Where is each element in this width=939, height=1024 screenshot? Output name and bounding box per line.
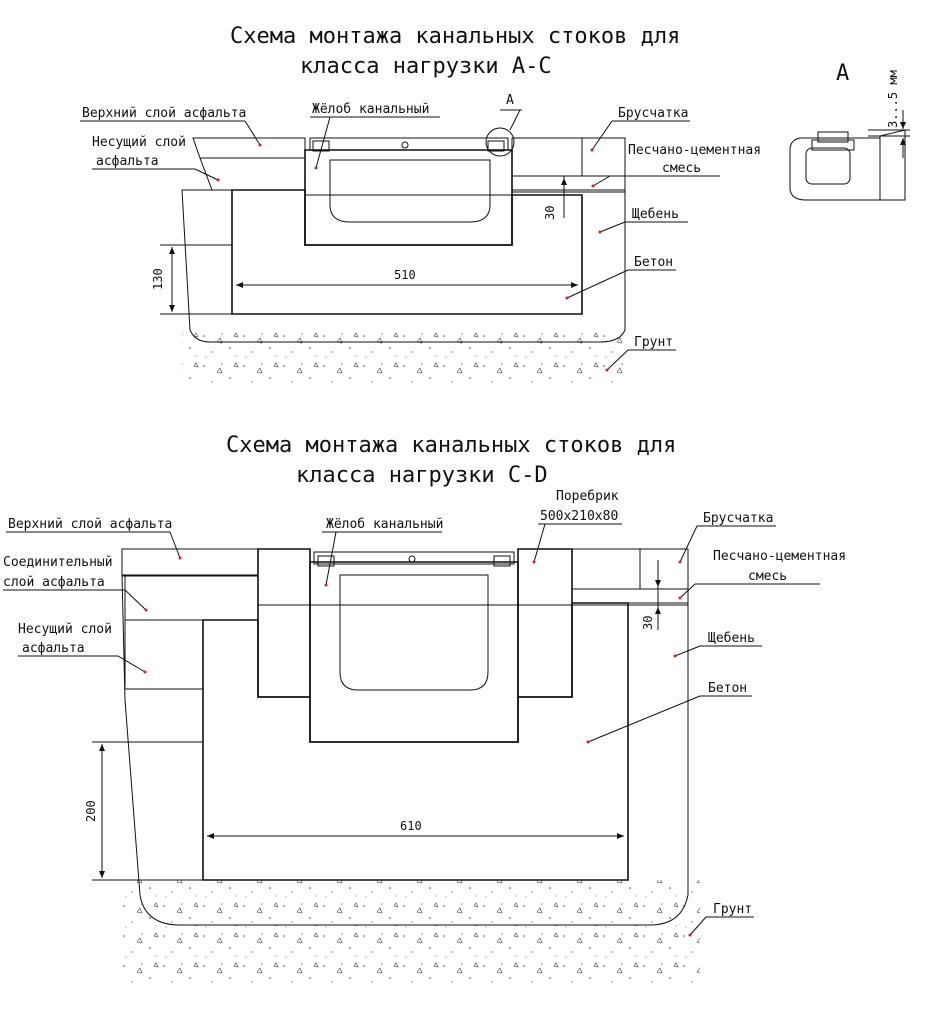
diagram1-title-line2: класса нагрузки А-С xyxy=(300,54,552,79)
label-channel-2: Жёлоб канальный xyxy=(326,517,443,532)
channel-grate xyxy=(309,137,509,151)
label-soil-2: Грунт xyxy=(713,902,752,917)
sand-layer-2 xyxy=(571,588,689,606)
curb-left xyxy=(257,548,311,698)
label-bearing-asphalt-2-1: Несущий слой xyxy=(18,622,112,637)
dim-width: 510 xyxy=(394,268,416,282)
label-gravel-2: Щебень xyxy=(708,631,755,646)
diagram2-markers xyxy=(143,556,692,937)
label-connect-asphalt-1: Соединительный xyxy=(3,555,113,570)
diagram-c-d: Схема монтажа канальных стоков для класс… xyxy=(3,433,846,985)
detail-a: А 3...5 мм xyxy=(789,61,910,201)
label-top-asphalt: Верхний слой асфальта xyxy=(82,106,246,121)
label-bearing-asphalt-2-2: асфальта xyxy=(22,641,85,656)
label-sand-mix-2-1: Песчано-цементная xyxy=(713,549,846,564)
top-asphalt-layer-2 xyxy=(121,548,259,577)
channel-inner xyxy=(329,159,491,223)
dim-sand: 30 xyxy=(543,206,557,220)
channel-body xyxy=(304,149,513,246)
connecting-asphalt-layer xyxy=(124,575,259,621)
diagram2-dimensions: 200 610 30 xyxy=(84,560,661,881)
label-top-asphalt-2: Верхний слой асфальта xyxy=(8,517,172,532)
channel-grate-2 xyxy=(313,551,515,565)
sand-layer xyxy=(511,175,626,193)
detail-gap: 3...5 мм xyxy=(886,70,900,128)
callout-letter: А xyxy=(506,93,514,108)
label-soil: Грунт xyxy=(634,335,673,350)
label-curb-1: Поребрик xyxy=(556,489,619,504)
diagram2-title-line1: Схема монтажа канальных стоков для xyxy=(226,433,676,458)
gravel-layer-2 xyxy=(121,574,689,926)
soil-area-2 xyxy=(120,880,700,985)
bearing-asphalt-layer xyxy=(199,157,306,191)
top-asphalt-layer xyxy=(192,137,306,159)
channel-body-2 xyxy=(309,561,519,743)
dim-depth: 130 xyxy=(151,268,165,290)
dim-depth-2: 200 xyxy=(84,800,98,822)
diagram1-labels: Верхний слой асфальта Несущий слой асфал… xyxy=(80,102,761,371)
label-sand-mix-1: Песчано-цементная xyxy=(628,143,761,158)
label-curb-2: 500х210х80 xyxy=(540,509,618,524)
label-bearing-asphalt-1: Несущий слой xyxy=(92,135,186,150)
grate-bracket-right xyxy=(487,140,505,152)
soil-area xyxy=(182,330,625,385)
diagram-a-c: Схема монтажа канальных стоков для класс… xyxy=(80,24,910,385)
label-sand-mix-2-2: смесь xyxy=(748,569,787,584)
grate-bolt xyxy=(401,141,409,149)
paving-block xyxy=(511,137,626,177)
diagram1-dimensions: 130 510 30 xyxy=(151,176,578,315)
label-concrete: Бетон xyxy=(634,255,673,270)
gravel-layer xyxy=(181,189,626,343)
label-paving: Брусчатка xyxy=(618,106,688,121)
diagram2-labels: Верхний слой асфальта Соединительный сло… xyxy=(3,489,846,936)
label-gravel: Щебень xyxy=(632,207,679,222)
diagram1-title-line1: Схема монтажа канальных стоков для xyxy=(230,24,680,49)
label-bearing-asphalt-2: асфальта xyxy=(96,154,159,169)
detail-callout-circle xyxy=(485,127,515,157)
curb-right xyxy=(517,548,573,698)
label-sand-mix-2: смесь xyxy=(662,161,701,176)
diagram1-markers xyxy=(216,143,609,372)
paving-block-2 xyxy=(571,548,689,590)
label-connect-asphalt-2: слой асфальта xyxy=(3,575,105,590)
dim-sand-2: 30 xyxy=(641,616,655,630)
dim-width-2: 610 xyxy=(400,819,422,833)
diagram2-title-line2: класса нагрузки C-D xyxy=(296,463,548,488)
bearing-asphalt-layer-2 xyxy=(124,619,204,690)
concrete-block xyxy=(231,189,583,315)
label-concrete-2: Бетон xyxy=(708,681,747,696)
channel-inner-2 xyxy=(339,574,489,691)
detail-title: А xyxy=(836,61,849,86)
label-channel: Жёлоб канальный xyxy=(312,102,429,117)
label-paving-2: Брусчатка xyxy=(703,511,773,526)
